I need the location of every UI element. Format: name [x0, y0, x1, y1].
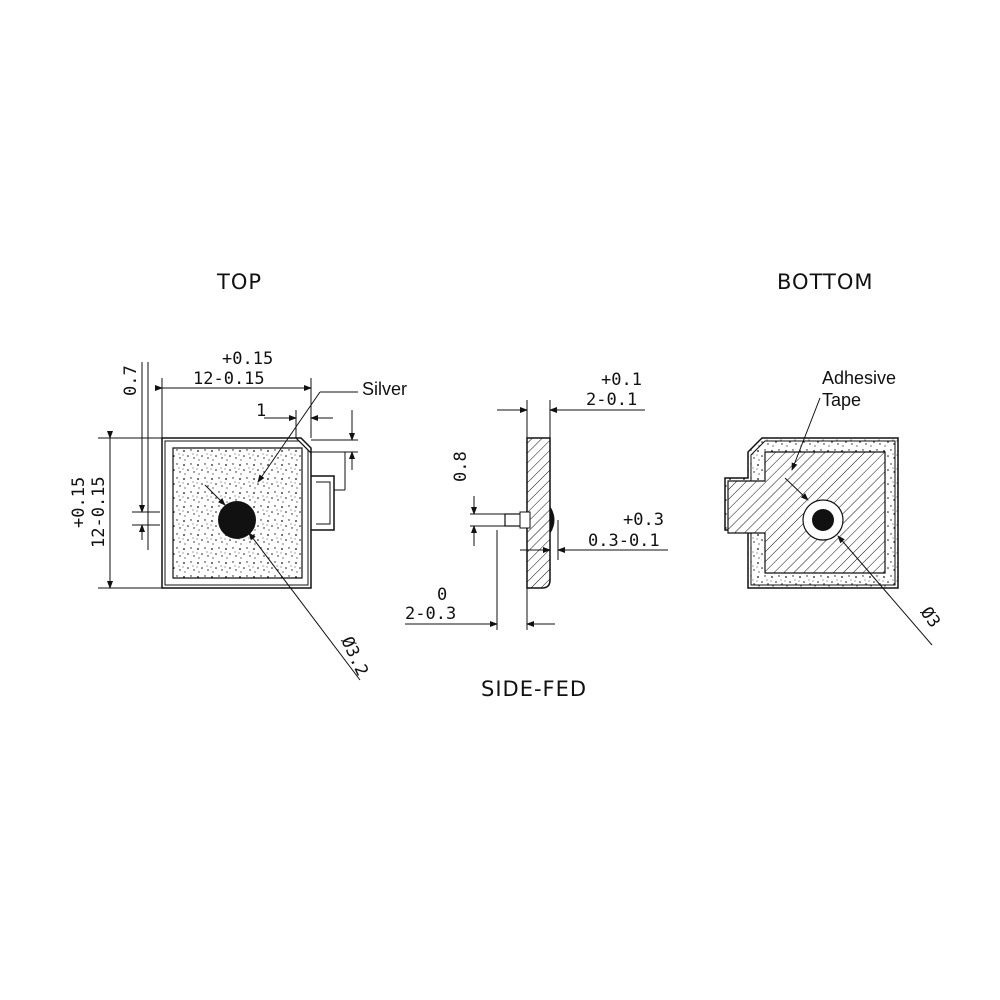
top-view — [98, 362, 361, 681]
bottom-view-title: BOTTOM — [777, 270, 874, 294]
top-hole — [218, 501, 256, 539]
side-bump-tol: +0.3 — [623, 510, 664, 530]
bottom-hole — [812, 509, 834, 531]
silver-label: Silver — [362, 379, 407, 399]
side-bump — [549, 506, 555, 534]
top-width-tol: +0.15 — [222, 349, 273, 369]
bottom-view — [724, 397, 933, 646]
side-thickness-tol: +0.1 — [601, 370, 642, 390]
side-pin-dim: 0.8 — [451, 451, 471, 482]
top-body-outline — [161, 437, 312, 589]
side-base-tol: 0 — [437, 585, 447, 605]
top-view-title: TOP — [217, 270, 263, 294]
top-chamfer: 1 — [256, 401, 266, 421]
side-thickness-value: 2-0.1 — [586, 390, 637, 410]
top-edge-offset: 0.7 — [121, 365, 141, 396]
adhesive-label-line1: Adhesive — [822, 368, 896, 388]
top-height-tol: +0.15 — [69, 477, 89, 528]
side-view-title: SIDE-FED — [481, 677, 588, 701]
side-bump-value: 0.3-0.1 — [588, 531, 660, 551]
top-side-tab — [311, 475, 335, 531]
side-base-value: 2-0.3 — [405, 604, 456, 624]
top-width-value: 12-0.15 — [193, 369, 265, 389]
bottom-hole-diameter: Ø3 — [916, 603, 944, 631]
top-height-value: 12-0.15 — [89, 476, 109, 548]
adhesive-label-line2: Tape — [822, 390, 861, 410]
side-view — [405, 400, 668, 630]
